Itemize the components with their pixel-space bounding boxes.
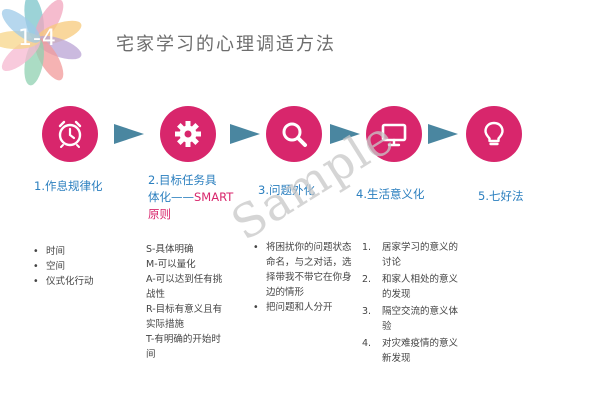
step-1-list: 时间 空间 仪式化行动 bbox=[32, 244, 132, 289]
page-title: 宅家学习的心理调适方法 bbox=[116, 34, 336, 55]
list-item: 空间 bbox=[32, 259, 132, 274]
list-item: 实际措施 bbox=[146, 319, 185, 330]
arrow-right-icon bbox=[330, 124, 360, 144]
list-item: 间 bbox=[146, 349, 156, 360]
list-item: M-可以量化 bbox=[146, 259, 196, 270]
flower-logo bbox=[0, 0, 82, 86]
list-item: A-可以达到任有挑 bbox=[146, 274, 223, 285]
arrow-right-icon bbox=[114, 124, 144, 144]
step-2-title-accent2: 原则 bbox=[148, 207, 171, 221]
monitor-icon bbox=[381, 123, 407, 147]
section-number: 1-4 bbox=[18, 26, 57, 51]
step-4-title: 4.生活意义化 bbox=[356, 187, 425, 201]
step-2-circle bbox=[160, 106, 216, 162]
list-item: 将困扰你的问题状态命名，与之对话，选择带我不带它在你身边的情形 bbox=[252, 240, 360, 300]
list-item: S-具体明确 bbox=[146, 244, 194, 255]
alarm-clock-icon bbox=[58, 120, 82, 148]
step-2-title-line2: 体化—— bbox=[148, 190, 194, 204]
step-5-circle bbox=[466, 106, 522, 162]
step-3-circle bbox=[266, 106, 322, 162]
list-item: R-目标有意义且有 bbox=[146, 304, 223, 315]
list-item: 和家人相处的意义的发现 bbox=[362, 272, 459, 300]
list-item: 战性 bbox=[146, 289, 166, 300]
list-item: 居家学习的意义的讨论 bbox=[362, 240, 459, 268]
list-item: 时间 bbox=[32, 244, 132, 259]
step-3-list: 将困扰你的问题状态命名，与之对话，选择带我不带它在你身边的情形 把问题和人分开 bbox=[252, 240, 360, 315]
step-2-title-line1: 2.目标任务具 bbox=[148, 173, 217, 187]
magnifier-icon bbox=[282, 122, 307, 147]
step-2-title-accent1: SMART bbox=[194, 190, 234, 204]
arrow-right-icon bbox=[428, 124, 458, 144]
gear-icon bbox=[175, 121, 201, 147]
list-item: 对灾难疫情的意义新发现 bbox=[362, 336, 459, 364]
list-item: 隔空交流的意义体验 bbox=[362, 304, 459, 332]
lightbulb-icon bbox=[484, 121, 504, 146]
list-item: T-有明确的开始时 bbox=[146, 334, 221, 345]
arrow-right-icon bbox=[230, 124, 260, 144]
step-1-title: 1.作息规律化 bbox=[34, 179, 103, 193]
step-3-title: 3.问题外化 bbox=[258, 183, 315, 197]
list-item: 仪式化行动 bbox=[32, 274, 132, 289]
step-2-title: 2.目标任务具 体化——SMART 原则 bbox=[148, 172, 233, 223]
list-item: 把问题和人分开 bbox=[252, 300, 360, 315]
step-5-title: 5.七好法 bbox=[478, 189, 524, 203]
step-1-circle bbox=[42, 106, 98, 162]
step-4-circle bbox=[366, 106, 422, 162]
step-4-list: 居家学习的意义的讨论 和家人相处的意义的发现 隔空交流的意义体验 对灾难疫情的意… bbox=[362, 240, 462, 368]
step-2-list: S-具体明确 M-可以量化 A-可以达到任有挑 战性 R-目标有意义且有 实际措… bbox=[146, 242, 256, 362]
